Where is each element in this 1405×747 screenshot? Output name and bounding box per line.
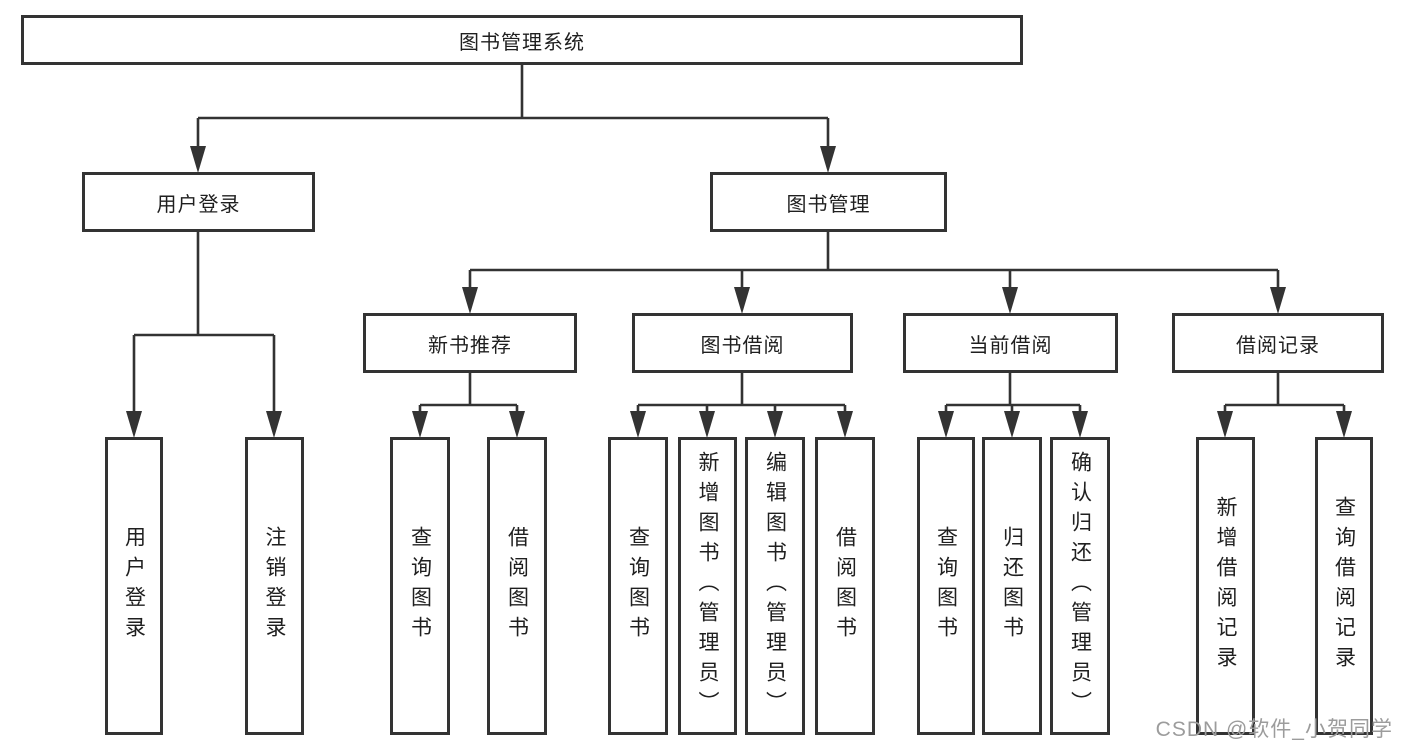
leaf-borrow-books-recommend-label: 借阅图书 bbox=[505, 526, 529, 646]
node-current-borrowing-label: 当前借阅 bbox=[968, 334, 1053, 357]
leaf-add-books-admin: 新增图书（管理员） bbox=[678, 437, 737, 735]
leaf-confirm-return-admin: 确认归还（管理员） bbox=[1050, 437, 1110, 735]
node-root-system: 图书管理系统 bbox=[21, 15, 1023, 65]
leaf-borrow-books-borrowing: 借阅图书 bbox=[815, 437, 875, 735]
node-book-management-label: 图书管理 bbox=[786, 193, 871, 216]
leaf-add-borrow-record-label: 新增借阅记录 bbox=[1214, 496, 1237, 676]
node-borrow-records-label: 借阅记录 bbox=[1236, 334, 1320, 357]
leaf-return-books: 归还图书 bbox=[982, 437, 1042, 735]
node-user-login-label: 用户登录 bbox=[156, 193, 241, 216]
node-current-borrowing: 当前借阅 bbox=[903, 313, 1118, 373]
leaf-borrow-books-recommend: 借阅图书 bbox=[487, 437, 547, 735]
leaf-query-books-current-label: 查询图书 bbox=[934, 526, 958, 646]
node-new-book-recommend: 新书推荐 bbox=[363, 313, 577, 373]
leaf-add-books-admin-label: 新增图书（管理员） bbox=[696, 451, 719, 721]
leaf-query-books-recommend-label: 查询图书 bbox=[408, 526, 432, 646]
node-book-borrowing: 图书借阅 bbox=[632, 313, 853, 373]
leaf-logout-label: 注销登录 bbox=[263, 526, 286, 646]
leaf-user-login: 用户登录 bbox=[105, 437, 163, 735]
leaf-query-borrow-record: 查询借阅记录 bbox=[1315, 437, 1373, 735]
node-user-login: 用户登录 bbox=[82, 172, 315, 232]
node-book-management: 图书管理 bbox=[710, 172, 947, 232]
node-borrow-records: 借阅记录 bbox=[1172, 313, 1384, 373]
node-new-book-recommend-label: 新书推荐 bbox=[428, 334, 512, 357]
watermark: CSDN @软件_小贺同学 bbox=[1155, 718, 1393, 741]
leaf-query-books-current: 查询图书 bbox=[917, 437, 975, 735]
leaf-query-books-borrowing: 查询图书 bbox=[608, 437, 668, 735]
leaf-query-books-recommend: 查询图书 bbox=[390, 437, 450, 735]
node-root-label: 图书管理系统 bbox=[459, 31, 585, 54]
leaf-logout: 注销登录 bbox=[245, 437, 304, 735]
leaf-confirm-return-admin-label: 确认归还（管理员） bbox=[1068, 451, 1092, 721]
leaf-borrow-books-borrowing-label: 借阅图书 bbox=[833, 526, 857, 646]
leaf-user-login-label: 用户登录 bbox=[122, 526, 146, 646]
leaf-edit-books-admin: 编辑图书（管理员） bbox=[745, 437, 805, 735]
node-book-borrowing-label: 图书借阅 bbox=[700, 334, 785, 357]
leaf-query-borrow-record-label: 查询借阅记录 bbox=[1332, 496, 1356, 676]
leaf-edit-books-admin-label: 编辑图书（管理员） bbox=[763, 451, 787, 721]
leaf-add-borrow-record: 新增借阅记录 bbox=[1196, 437, 1255, 735]
leaf-query-books-borrowing-label: 查询图书 bbox=[626, 526, 650, 646]
leaf-return-books-label: 归还图书 bbox=[1000, 526, 1024, 646]
